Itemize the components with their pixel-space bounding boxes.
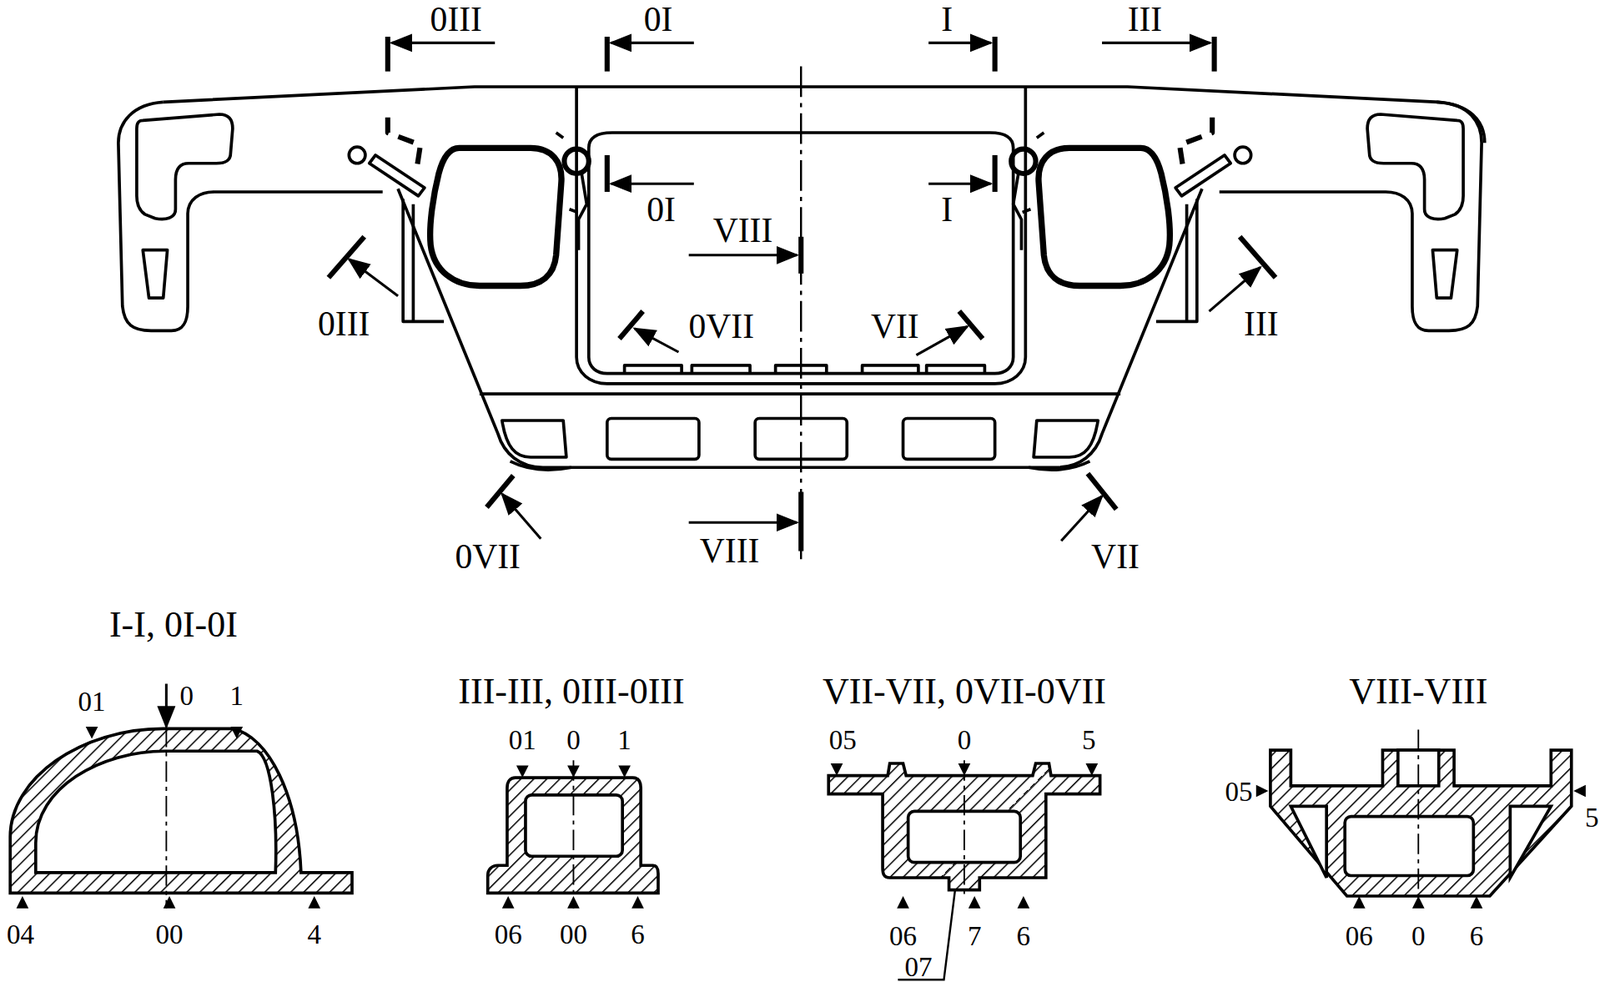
section-marker: 0VII <box>454 539 521 575</box>
point-number: 1 <box>230 682 245 710</box>
section-marker: 0III <box>430 1 483 37</box>
section-marker: 0VII <box>689 309 755 345</box>
point-number: 5 <box>1081 727 1097 755</box>
point-number: 6 <box>1016 922 1032 951</box>
point-number: 06 <box>1345 922 1374 951</box>
section-marker: III <box>1243 306 1279 343</box>
point-number: 01 <box>508 727 537 755</box>
section-title: VIII-VIII <box>1348 672 1488 710</box>
point-number: 04 <box>6 920 35 949</box>
section-marker: VII <box>1091 539 1140 575</box>
point-number: 00 <box>155 920 184 949</box>
point-number: 1 <box>617 727 632 755</box>
point-number: 0 <box>957 727 972 755</box>
point-number: 05 <box>829 727 857 755</box>
point-number: 0 <box>180 682 195 710</box>
point-number: 7 <box>967 922 982 951</box>
point-number: 06 <box>889 922 917 951</box>
section-marker: 0III <box>317 306 370 343</box>
section-title: VII-VII, 0VII-0VII <box>822 672 1107 710</box>
section-marker: III <box>1127 1 1163 37</box>
point-number: 06 <box>494 920 523 949</box>
section-title: III-III, 0III-0III <box>457 672 685 710</box>
point-number: 0 <box>566 727 581 755</box>
section-title: I-I, 0I-0I <box>109 606 238 644</box>
section-marker: VIII <box>713 213 774 249</box>
section-marker: 0I <box>644 1 674 37</box>
point-number: 07 <box>904 953 932 982</box>
point-number: 4 <box>306 920 322 949</box>
section-marker: I <box>940 192 953 228</box>
point-number: 6 <box>1469 922 1485 951</box>
section-marker: 0I <box>646 192 676 228</box>
section-marker: I <box>940 1 953 37</box>
point-number: 5 <box>1584 805 1600 833</box>
point-number: 0 <box>1411 922 1426 951</box>
point-number: 01 <box>78 688 106 716</box>
point-number: 05 <box>1224 778 1253 806</box>
section-marker: VII <box>870 309 920 345</box>
point-number: 00 <box>559 920 588 949</box>
point-number: 6 <box>630 920 645 949</box>
section-marker: VIII <box>699 533 760 569</box>
